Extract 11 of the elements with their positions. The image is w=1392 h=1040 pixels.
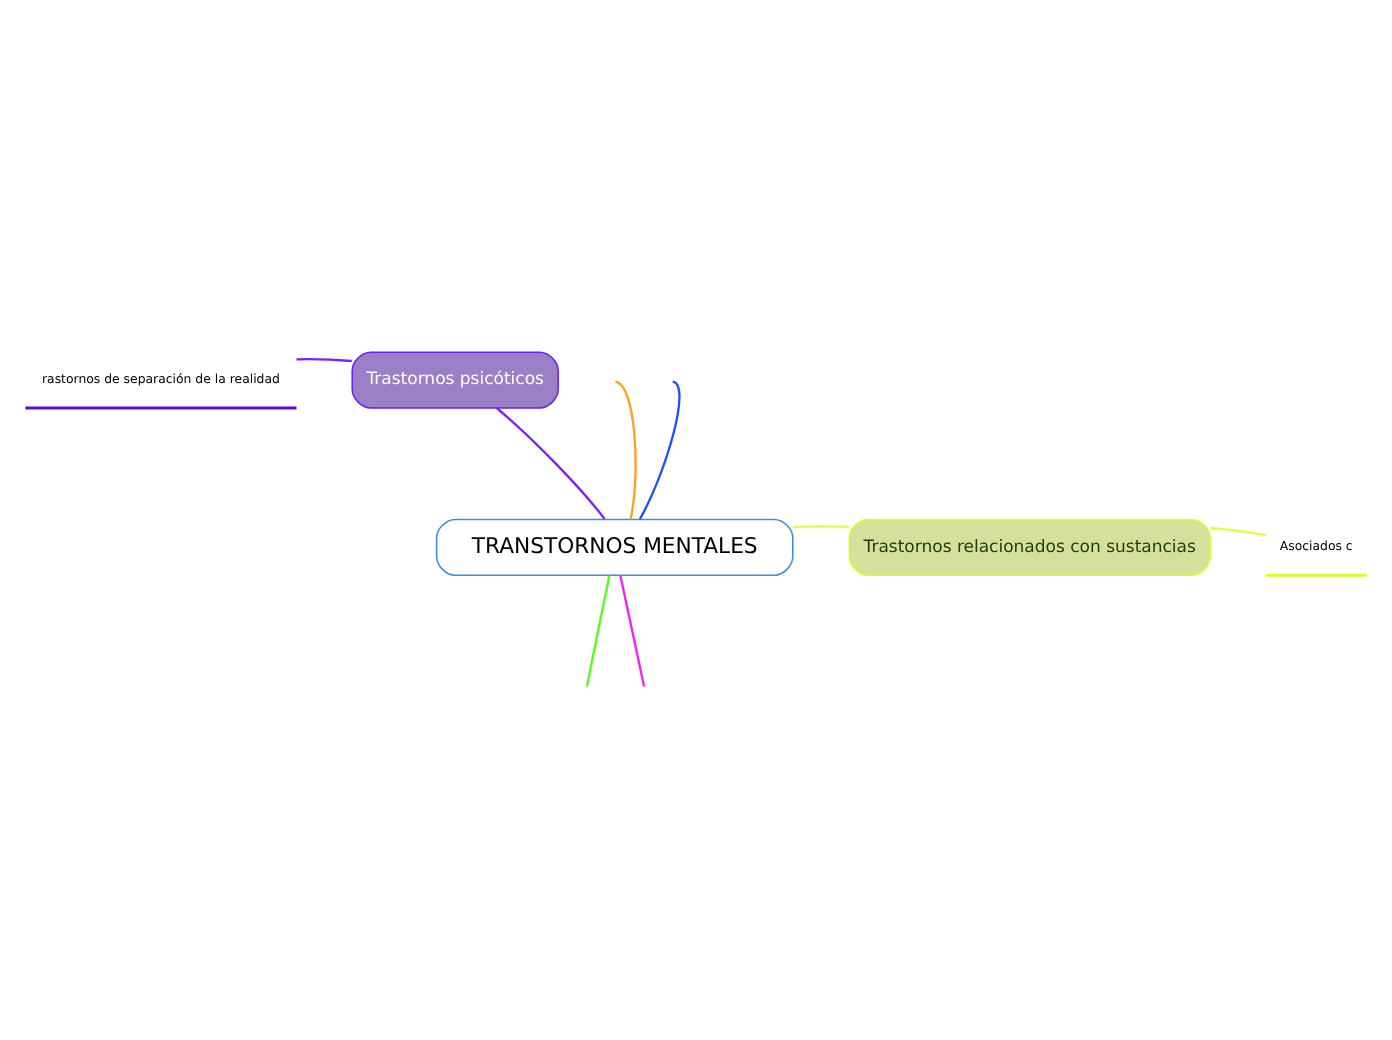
- connector: [793, 525, 849, 528]
- connector: [585, 575, 611, 687]
- connector: [619, 575, 646, 687]
- connector: [638, 380, 681, 520]
- node-box: Trastornos psicóticos: [351, 351, 559, 409]
- node-box: TRANSTORNOS MENTALES: [435, 518, 794, 576]
- connector: [1210, 526, 1267, 537]
- node-box: Trastornos relacionados con sustancias: [848, 518, 1211, 576]
- connector: [614, 380, 637, 520]
- connector: [296, 358, 352, 363]
- connector: [495, 407, 606, 520]
